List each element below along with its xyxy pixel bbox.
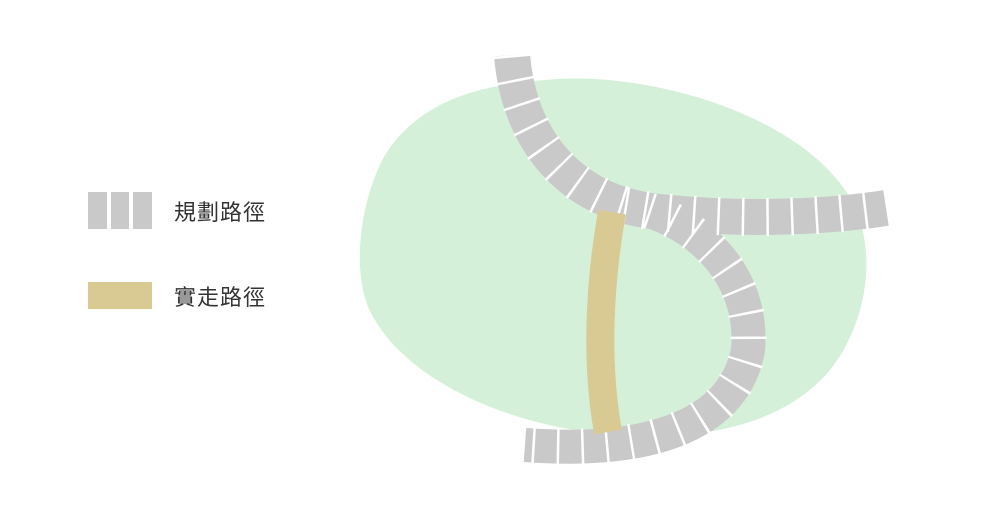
actual-label: 實走路徑 — [174, 285, 267, 311]
actual-path — [586, 209, 626, 435]
legend-planned: 規劃路徑 — [88, 192, 266, 229]
legend-actual: 實走路徑 — [88, 277, 266, 314]
planned-label: 規劃路徑 — [174, 200, 267, 226]
actual-swatch — [88, 282, 152, 309]
planned-swatch — [88, 192, 153, 229]
planned-path — [493, 53, 889, 465]
